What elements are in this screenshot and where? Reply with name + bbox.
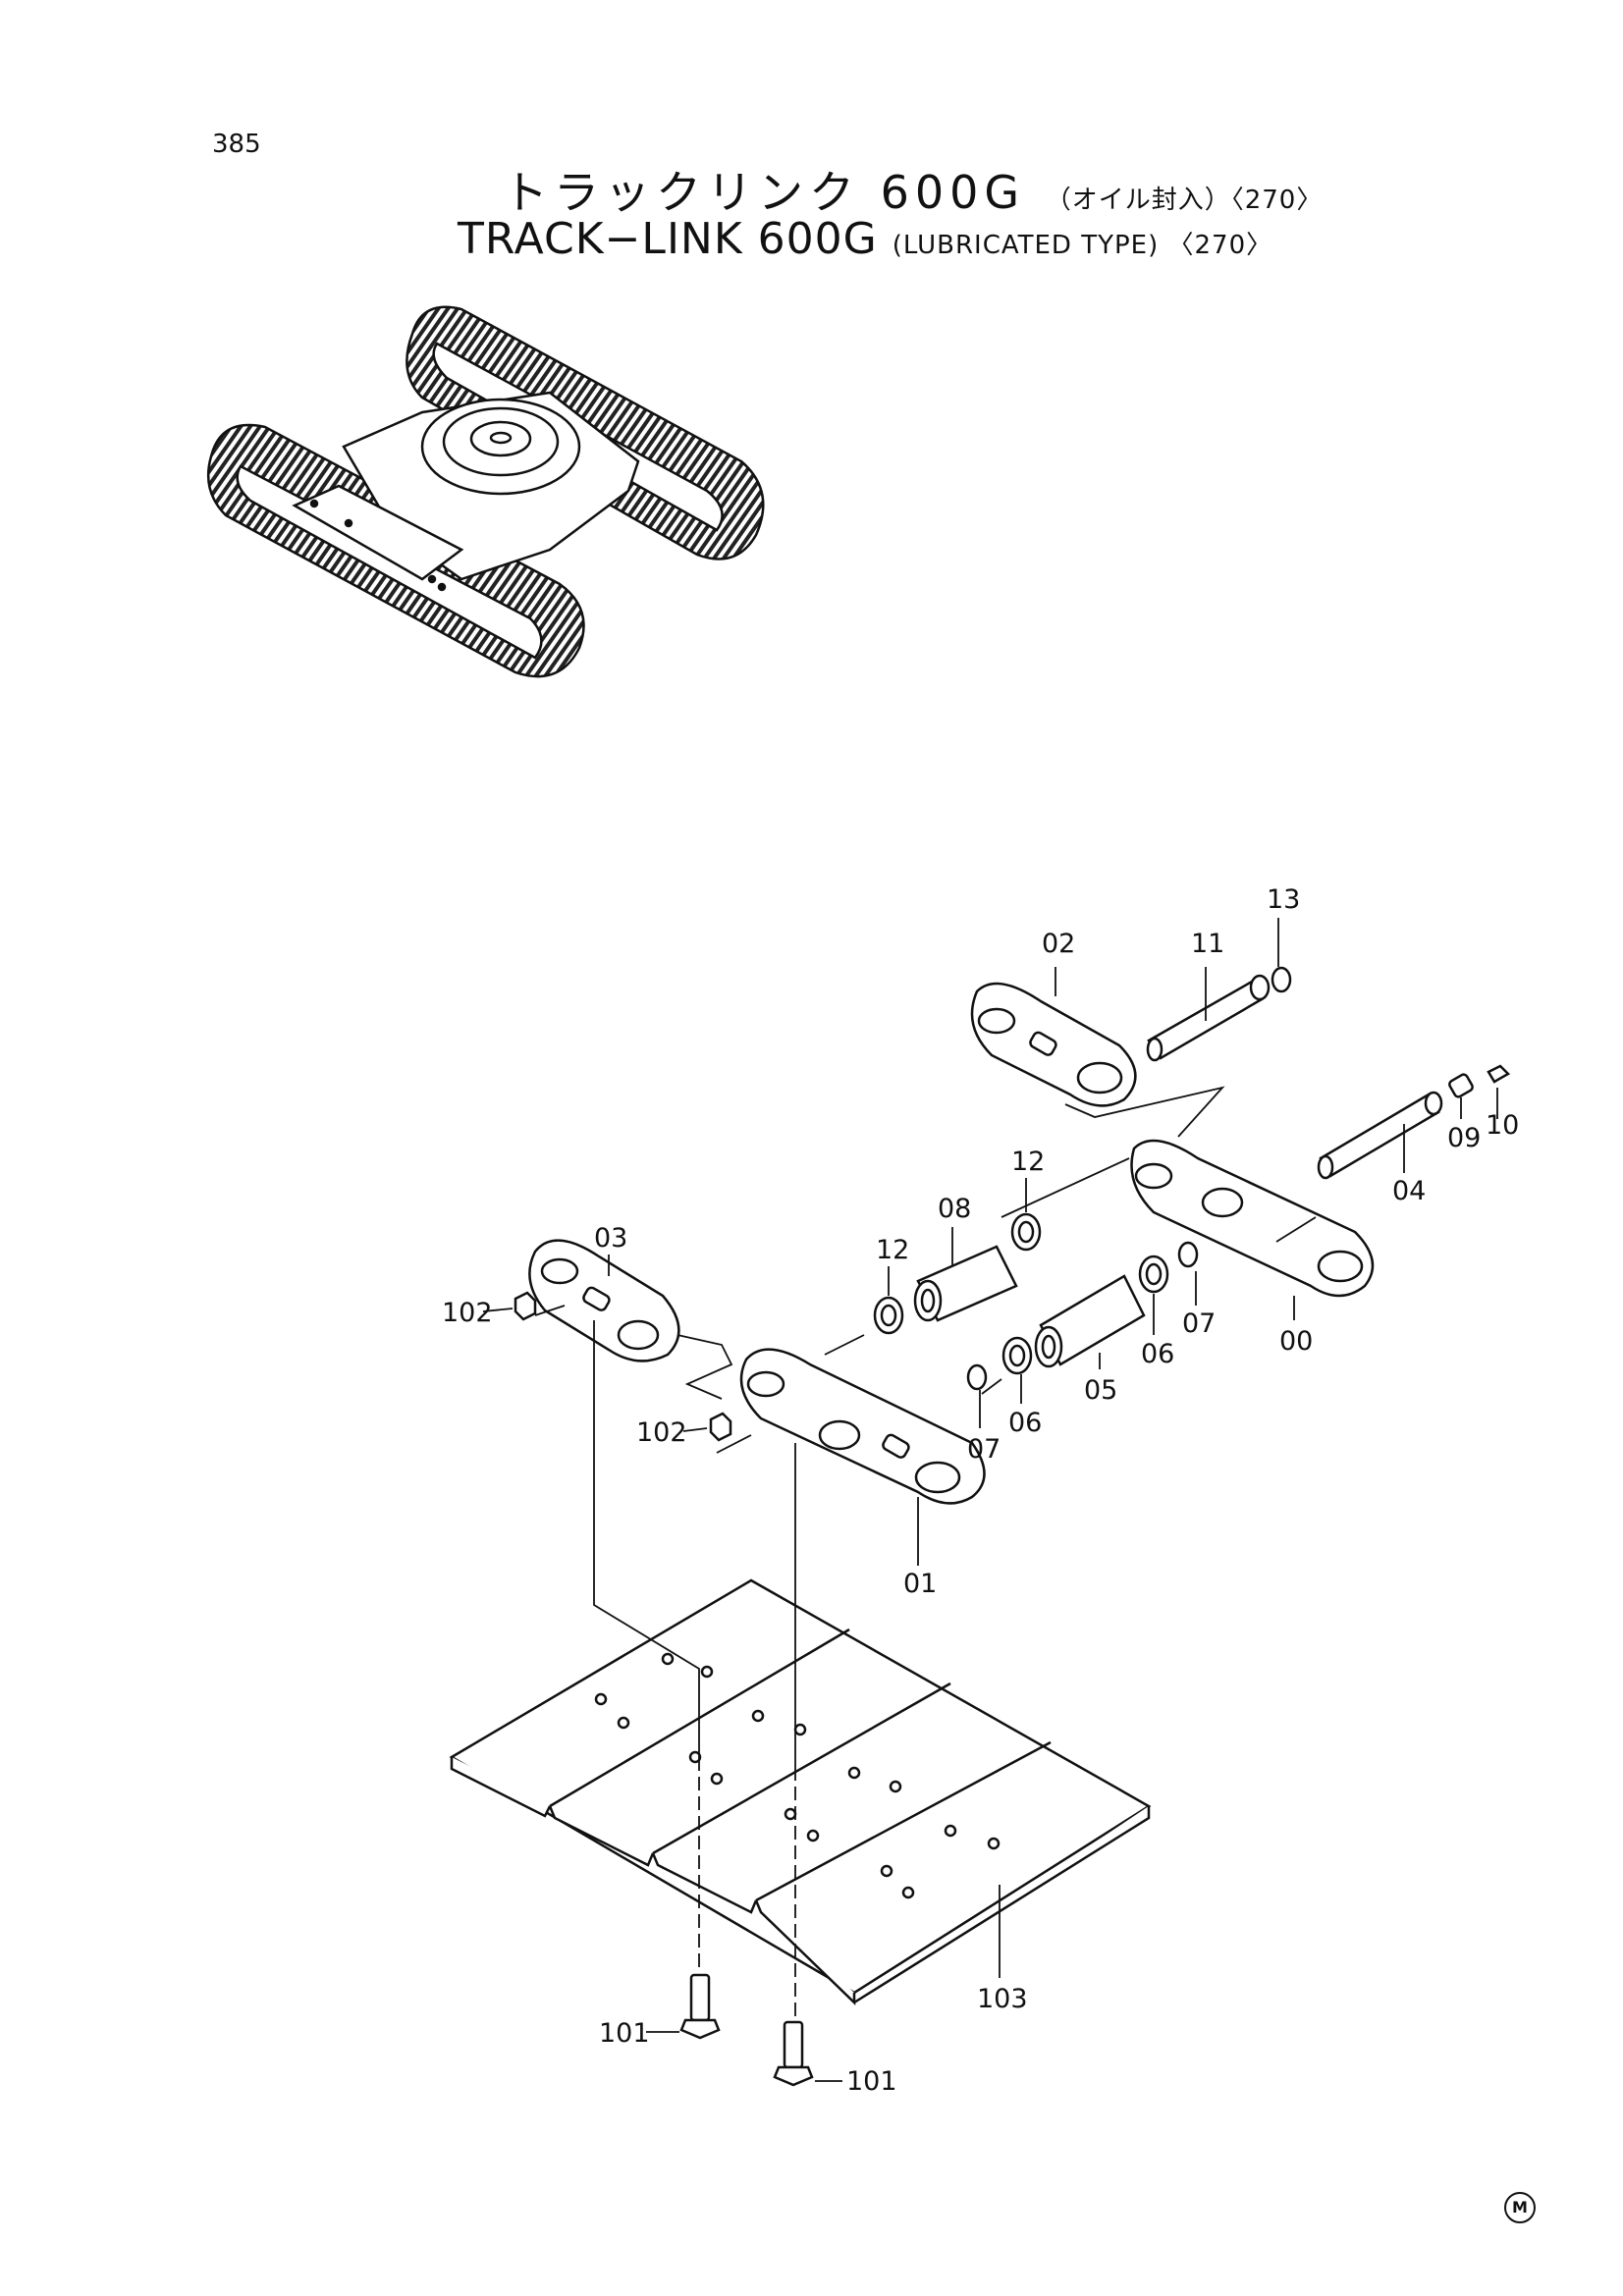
label-08: 08 xyxy=(938,1194,971,1224)
label-13: 13 xyxy=(1267,884,1300,915)
label-05: 05 xyxy=(1084,1375,1117,1406)
label-11: 11 xyxy=(1191,929,1224,959)
label-07-left: 07 xyxy=(967,1434,1001,1465)
page-number: 385 xyxy=(212,130,261,159)
seal-part-07-left xyxy=(966,1363,988,1391)
track-shoe-part-103 xyxy=(449,1578,1152,2005)
label-10: 10 xyxy=(1486,1110,1519,1141)
label-12-right: 12 xyxy=(1011,1147,1045,1177)
track-link-part-03 xyxy=(528,1239,680,1362)
undercarriage-overview-illustration xyxy=(206,305,765,678)
manufacturer-mark: M xyxy=(1504,2192,1536,2223)
label-102-upper: 102 xyxy=(442,1298,493,1328)
track-link-part-00 xyxy=(1130,1139,1375,1298)
seal-part-07-right xyxy=(1177,1241,1199,1268)
title-japanese-sub: （オイル封入）〈270〉 xyxy=(1045,186,1324,215)
title-japanese: トラックリンク 600G （オイル封入）〈270〉 xyxy=(503,157,1323,222)
bushing-part-05 xyxy=(1034,1274,1146,1368)
label-01: 01 xyxy=(903,1569,937,1599)
label-12-left: 12 xyxy=(876,1235,909,1265)
label-102-lower: 102 xyxy=(636,1417,687,1448)
track-pin-part-04 xyxy=(1317,1091,1443,1180)
nut-part-102-lower xyxy=(709,1412,732,1442)
nut-part-102-upper xyxy=(514,1291,537,1321)
part-labels: 02 11 13 09 10 04 00 07 06 12 08 12 03 0… xyxy=(442,884,1519,2097)
bolt-part-101-left xyxy=(679,1973,721,2040)
title-english: TRACK−LINK 600G (LUBRICATED TYPE) 〈270〉 xyxy=(458,214,1272,264)
label-04: 04 xyxy=(1392,1176,1426,1206)
label-00: 00 xyxy=(1279,1326,1313,1357)
title-english-sub: (LUBRICATED TYPE) 〈270〉 xyxy=(892,231,1273,260)
label-09: 09 xyxy=(1447,1123,1481,1153)
plug-part-09 xyxy=(1448,1073,1474,1098)
label-103: 103 xyxy=(977,1984,1028,2014)
bolt-part-101-right xyxy=(773,2020,814,2087)
track-link-part-02 xyxy=(970,982,1137,1107)
title-japanese-main: トラックリンク 600G xyxy=(503,166,1026,219)
label-101-left: 101 xyxy=(599,2018,650,2049)
label-06-right: 06 xyxy=(1141,1339,1174,1369)
label-101-right: 101 xyxy=(846,2066,897,2097)
label-06-left: 06 xyxy=(1008,1408,1042,1438)
snap-ring-part-13 xyxy=(1271,966,1292,993)
label-03: 03 xyxy=(594,1223,627,1254)
label-02: 02 xyxy=(1042,929,1075,959)
title-english-main: TRACK−LINK 600G xyxy=(458,214,878,264)
bushing-part-08 xyxy=(913,1245,1018,1322)
leader-lines xyxy=(482,918,1498,2082)
track-pin-part-11 xyxy=(1146,974,1271,1062)
label-07-right: 07 xyxy=(1182,1308,1216,1339)
plug-part-10 xyxy=(1487,1064,1511,1084)
track-link-part-01 xyxy=(739,1348,986,1505)
